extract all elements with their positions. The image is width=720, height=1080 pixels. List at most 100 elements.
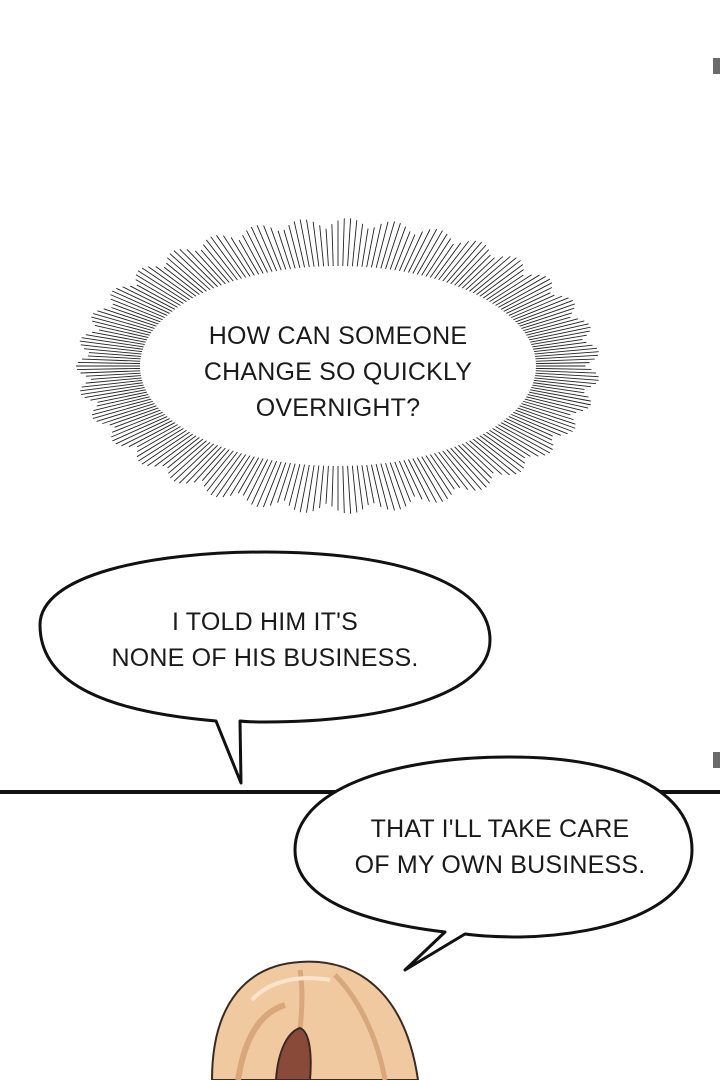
burst-line (499, 282, 553, 311)
burst-line (81, 358, 143, 362)
burst-line (529, 386, 589, 398)
burst-line (501, 419, 554, 446)
burst-line (411, 228, 438, 276)
burst-line (114, 409, 163, 428)
burst-line (237, 455, 261, 494)
burst-line (496, 278, 551, 309)
burst-line (141, 430, 192, 465)
burst-line (80, 370, 143, 374)
burst-line (103, 308, 159, 328)
burst-line (487, 274, 532, 304)
burst-line (242, 234, 265, 276)
burst-line (155, 266, 199, 298)
burst-line (432, 242, 462, 281)
burst-line (312, 463, 320, 512)
burst-line (81, 379, 145, 388)
burst-line (277, 461, 292, 503)
burst-line (135, 279, 183, 307)
burst-line (411, 456, 437, 503)
burst-line (533, 375, 599, 381)
burst-line (137, 270, 189, 304)
burst-line (299, 462, 311, 513)
burst-line (122, 286, 175, 313)
burst-line (92, 320, 152, 337)
burst-line (251, 458, 274, 505)
character-hair (210, 960, 420, 1080)
burst-line (193, 446, 227, 483)
burst-line (375, 221, 389, 270)
burst-line (504, 417, 553, 441)
burst-line (487, 428, 531, 457)
burst-line (128, 421, 177, 448)
burst-line (325, 228, 329, 269)
burst-line (77, 362, 143, 365)
burst-line (331, 463, 334, 507)
burst-line (342, 218, 345, 269)
burst-line (81, 384, 146, 395)
burst-line (90, 389, 148, 401)
burst-line (215, 452, 248, 498)
burst-line (168, 439, 209, 474)
burst-line (524, 320, 585, 337)
burst-line (230, 237, 256, 278)
burst-line (441, 448, 476, 491)
burst-line (517, 307, 575, 328)
burst-line (136, 284, 180, 309)
burst-line (110, 294, 167, 319)
burst-line (521, 316, 571, 332)
burst-line (269, 460, 287, 506)
burst-line (223, 235, 252, 279)
burst-line (513, 299, 574, 323)
burst-line (246, 457, 269, 501)
burst-line (522, 318, 579, 334)
burst-line (375, 462, 389, 510)
burst-line (351, 463, 358, 513)
burst-line (415, 230, 443, 277)
burst-line (437, 450, 469, 491)
burst-line (525, 323, 589, 339)
burst-line (210, 236, 244, 281)
burst-line (471, 257, 517, 295)
burst-line (91, 398, 154, 416)
burst-line (528, 330, 590, 343)
burst-line (165, 262, 205, 295)
burst-line (112, 415, 170, 442)
burst-line (87, 355, 143, 360)
speech2-line-1: THAT I'LL TAKE CARE (370, 815, 630, 843)
burst-line (460, 257, 495, 290)
burst-line (525, 393, 589, 409)
burst-line (147, 432, 195, 467)
burst-line (365, 462, 375, 504)
burst-line (306, 463, 315, 513)
burst-line (513, 409, 573, 432)
burst-line (527, 326, 591, 341)
burst-line (533, 367, 592, 370)
burst-line (201, 447, 231, 482)
speech-bubble-2-text: THAT I'LL TAKE CARE OF MY OWN BUSINESS. (320, 811, 680, 883)
burst-line (121, 419, 175, 447)
burst-line (83, 348, 144, 355)
burst-line (288, 224, 301, 270)
burst-line (112, 303, 163, 323)
burst-line (515, 303, 575, 326)
burst-line (522, 398, 577, 414)
burst-line (222, 453, 252, 498)
burst-line (111, 413, 167, 438)
burst-line (449, 244, 487, 286)
burst-line (96, 393, 151, 407)
burst-line (456, 443, 492, 479)
burst-line (452, 249, 490, 288)
burst-line (393, 231, 411, 273)
thought-bubble-burst (76, 218, 599, 514)
thought-line-3: OVERNIGHT? (255, 394, 421, 422)
burst-line (361, 228, 369, 269)
burst-line (511, 411, 568, 435)
burst-line (270, 227, 287, 272)
burst-line (84, 386, 147, 398)
burst-line (170, 440, 212, 479)
burst-line (242, 456, 265, 496)
burst-line (299, 219, 311, 270)
burst-line (379, 461, 395, 511)
